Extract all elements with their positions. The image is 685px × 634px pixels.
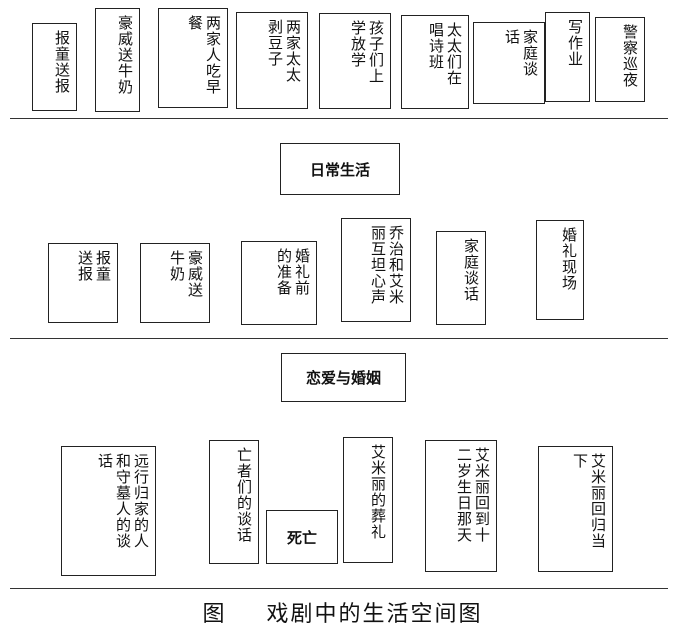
scene-box: 亡者们的谈话 <box>209 440 259 564</box>
scene-box: 艾米丽的葬礼 <box>343 437 393 563</box>
scene-box: 艾米丽回到十 二岁生日那天 <box>425 440 497 572</box>
divider-line <box>10 338 668 339</box>
scene-box: 乔治和艾米 丽互坦心声 <box>341 218 411 322</box>
scene-box: 报童送报 <box>32 23 77 111</box>
scene-box: 太太们在 唱诗班 <box>401 15 469 109</box>
divider-line <box>10 588 668 589</box>
scene-box: 写作业 <box>545 12 590 102</box>
scene-box: 婚礼现场 <box>536 220 584 320</box>
scene-box: 家庭谈话 <box>436 231 486 325</box>
scene-box: 艾米丽回归当 下 <box>538 446 613 572</box>
scene-box: 警察巡夜 <box>595 17 645 102</box>
scene-box: 两家人吃早 餐 <box>158 8 228 108</box>
scene-box: 豪威送 牛奶 <box>140 243 210 323</box>
figure-caption: 图 戏剧中的生活空间图 <box>0 596 685 628</box>
scene-box: 家庭谈 话 <box>473 22 545 104</box>
section-love-marriage: 恋爱与婚姻 <box>281 353 406 402</box>
scene-box: 报童 送报 <box>48 243 118 323</box>
scene-box: 婚礼前 的准备 <box>241 241 317 325</box>
figure-label: 图 <box>202 602 227 627</box>
divider-line <box>10 118 668 119</box>
scene-box: 远行归家的人 和守墓人的谈 话 <box>61 446 156 576</box>
scene-box: 死亡 <box>266 510 338 564</box>
scene-box: 两家太太 剥豆子 <box>236 12 308 109</box>
figure-title: 戏剧中的生活空间图 <box>266 602 483 627</box>
scene-box: 豪威送牛奶 <box>95 8 140 112</box>
scene-box: 孩子们上 学放学 <box>319 13 391 109</box>
section-daily-life: 日常生活 <box>280 143 400 195</box>
